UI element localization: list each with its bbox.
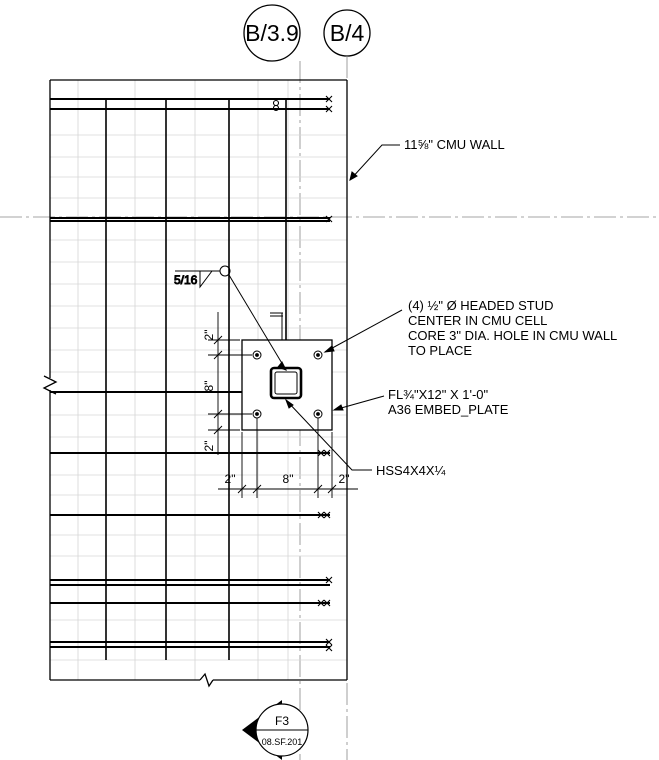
- hss-tube: [269, 366, 303, 400]
- dim-vertical-middle: 8": [202, 381, 216, 392]
- stud-note-line-4: TO PLACE: [408, 343, 472, 358]
- horizontal-rebar: [50, 98, 330, 648]
- dim-horizontal-middle: 8": [283, 472, 294, 486]
- stud-note-line-3: CORE 3" DIA. HOLE IN CMU WALL: [408, 328, 617, 343]
- stud-note: (4) ½" Ø HEADED STUD CENTER IN CMU CELL …: [408, 298, 617, 358]
- grid-bubble-b39: B/3.9: [243, 4, 301, 62]
- plate-note: FL¾"X12" X 1'-0" A36 EMBED_PLATE: [388, 387, 509, 417]
- hss-note-text: HSS4X4X¼: [376, 463, 446, 478]
- grid-bubble-b4: B/4: [323, 9, 371, 57]
- wall-note: 11⅝" CMU WALL: [404, 137, 505, 152]
- top-bar-hooks: [272, 99, 280, 112]
- weld-symbol: 5/16: [174, 265, 288, 371]
- note-leaders: [284, 144, 403, 471]
- horizontal-dimensions: [218, 418, 358, 498]
- headed-studs: [252, 350, 323, 419]
- wall-note-text: 11⅝" CMU WALL: [404, 137, 505, 152]
- dim-horizontal-right: 2": [339, 472, 350, 486]
- grid-label-b4: B/4: [330, 20, 365, 46]
- vertical-dimensions: [208, 312, 252, 455]
- plate-note-line-2: A36 EMBED_PLATE: [388, 402, 509, 417]
- dim-vertical-top: 2": [202, 330, 216, 341]
- stud-note-line-1: (4) ½" Ø HEADED STUD: [408, 298, 553, 313]
- hss-note: HSS4X4X¼: [376, 463, 446, 478]
- stud-note-line-2: CENTER IN CMU CELL: [408, 313, 547, 328]
- dim-horizontal-left: 2": [225, 472, 236, 486]
- weld-size-label: 5/16: [174, 273, 198, 287]
- plate-note-line-1: FL¾"X12" X 1'-0": [388, 387, 489, 402]
- grid-label-b39: B/3.9: [245, 20, 299, 46]
- dim-vertical-bottom: 2": [202, 441, 216, 452]
- section-marker: F3 08.SF.201: [242, 700, 309, 760]
- rebar-end-marks: [317, 95, 333, 652]
- section-marker-id: F3: [275, 714, 289, 728]
- section-marker-sheet: 08.SF.201: [262, 737, 303, 747]
- cmu-wall-outline: [42, 79, 348, 688]
